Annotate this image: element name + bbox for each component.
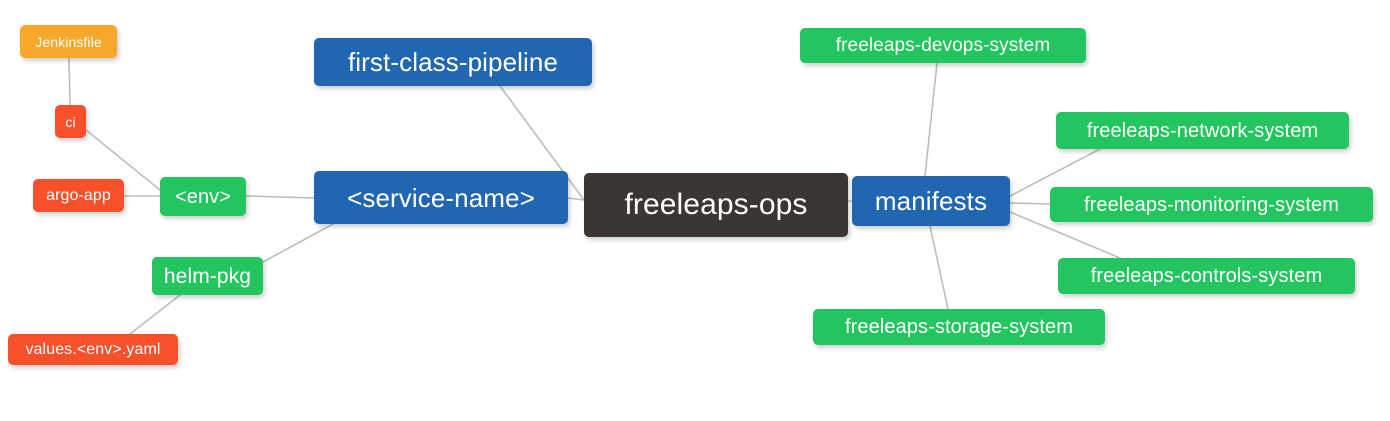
edge-service_name-to-helm_pkg bbox=[262, 223, 334, 263]
edge-helm_pkg-to-values_yaml bbox=[129, 294, 181, 335]
node-label: freeleaps-storage-system bbox=[844, 316, 1074, 338]
node-label: <env> bbox=[174, 185, 232, 208]
node-label: <service-name> bbox=[347, 182, 535, 213]
node-ci[interactable]: ci bbox=[55, 105, 86, 138]
node-freeleaps-ops[interactable]: freeleaps-ops bbox=[584, 173, 848, 237]
node-manifests[interactable]: manifests bbox=[852, 176, 1010, 226]
node-freeleaps-network-system[interactable]: freeleaps-network-system bbox=[1056, 112, 1349, 149]
edge-manifests-to-monitoring_system bbox=[1009, 202, 1051, 205]
node-label: ci bbox=[65, 113, 76, 130]
node-jenkinsfile[interactable]: Jenkinsfile bbox=[20, 25, 117, 58]
node-label: manifests bbox=[874, 186, 988, 216]
node-label: freeleaps-controls-system bbox=[1090, 265, 1323, 287]
node-service-name[interactable]: <service-name> bbox=[314, 171, 568, 224]
node-first-class-pipeline[interactable]: first-class-pipeline bbox=[314, 38, 592, 86]
node-freeleaps-monitoring-system[interactable]: freeleaps-monitoring-system bbox=[1050, 187, 1373, 222]
node-label: freeleaps-network-system bbox=[1086, 119, 1319, 142]
node-argo-app[interactable]: argo-app bbox=[33, 179, 124, 212]
node-label: helm-pkg bbox=[163, 264, 252, 288]
node-label: first-class-pipeline bbox=[347, 47, 559, 77]
edge-manifests-to-storage_system bbox=[929, 225, 949, 310]
node-label: freeleaps-ops bbox=[624, 188, 808, 221]
edge-service_name-to-env bbox=[245, 195, 315, 199]
node-env[interactable]: <env> bbox=[160, 177, 246, 216]
edge-ci-to-jenkinsfile bbox=[68, 57, 71, 106]
node-values-yaml[interactable]: values.<env>.yaml bbox=[8, 334, 178, 365]
node-freeleaps-devops-system[interactable]: freeleaps-devops-system bbox=[800, 28, 1086, 63]
edge-root-to-service_name bbox=[567, 197, 585, 201]
node-label: argo-app bbox=[46, 186, 111, 204]
node-helm-pkg[interactable]: helm-pkg bbox=[152, 257, 263, 295]
node-label: Jenkinsfile bbox=[35, 33, 102, 50]
node-freeleaps-storage-system[interactable]: freeleaps-storage-system bbox=[813, 309, 1105, 345]
edge-manifests-to-devops_system bbox=[924, 62, 938, 177]
node-label: values.<env>.yaml bbox=[25, 340, 161, 358]
node-label: freeleaps-devops-system bbox=[835, 35, 1051, 56]
node-freeleaps-controls-system[interactable]: freeleaps-controls-system bbox=[1058, 258, 1355, 294]
node-label: freeleaps-monitoring-system bbox=[1083, 193, 1339, 216]
